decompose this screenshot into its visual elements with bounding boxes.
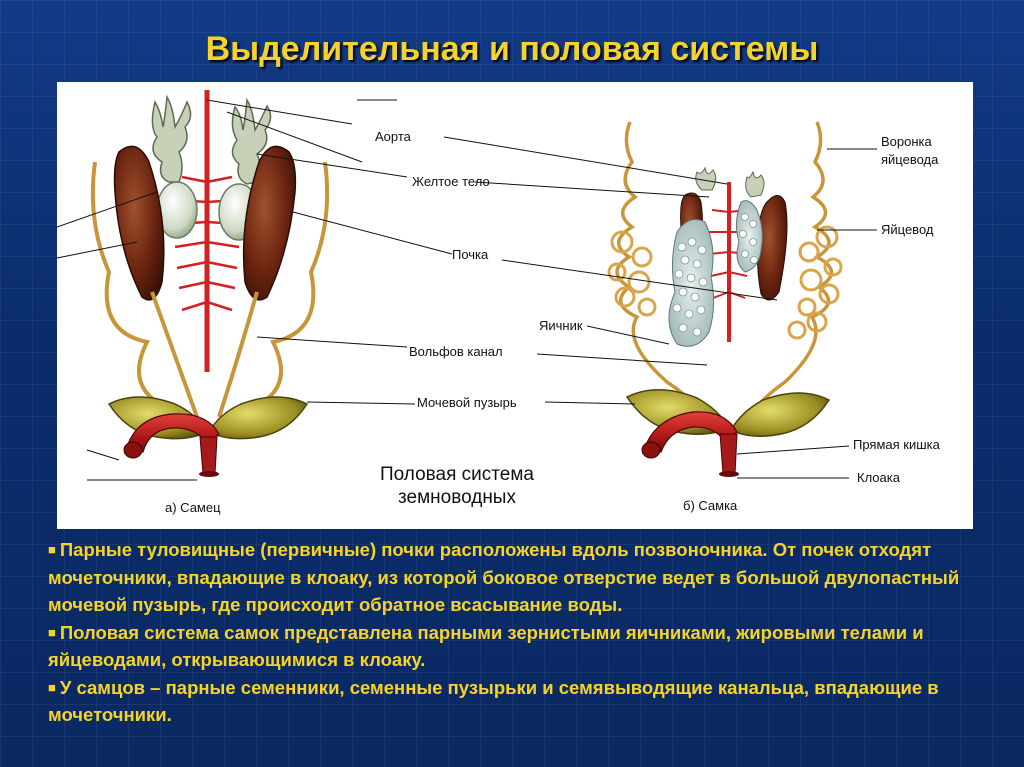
paragraph-text: Половая система самок представлена парны…: [48, 621, 924, 671]
bullet-icon: ■: [48, 624, 56, 640]
paragraph-female-system: ■Половая система самок представлена парн…: [48, 619, 998, 674]
male-diagram: [90, 90, 330, 477]
label-oviduct-funnel-line2: яйцевода: [881, 152, 939, 167]
amphibian-reproductive-system-figure: Аорта Желтое тело Почка Яичник Вольфов к…: [57, 82, 973, 529]
label-cloaca: Клоака: [857, 470, 900, 485]
leader-lines: [57, 99, 877, 481]
label-rectum: Прямая кишка: [853, 437, 940, 452]
paragraph-male-system: ■У самцов – парные семенники, семенные п…: [48, 674, 998, 729]
label-fat-body: Желтое тело: [412, 174, 490, 189]
figure-caption-line1: Половая система: [380, 464, 534, 485]
label-female: б) Самка: [683, 498, 738, 513]
paragraph-text: Парные туловищные (первичные) почки расп…: [48, 539, 960, 615]
anatomy-illustration: [57, 90, 877, 481]
label-ovary: Яичник: [539, 318, 583, 333]
label-bladder: Мочевой пузырь: [417, 395, 517, 410]
label-aorta: Аорта: [375, 129, 411, 144]
bullet-icon: ■: [48, 542, 56, 557]
figure-caption: Половая система земноводных: [347, 463, 567, 509]
figure-caption-line2: земноводных: [398, 487, 516, 508]
description-text: ■Парные туловищные (первичные) почки рас…: [48, 536, 998, 729]
paragraph-text: У самцов – парные семенники, семенные пу…: [48, 676, 939, 726]
label-oviduct: Яйцевод: [881, 222, 934, 237]
label-wolffian-duct: Вольфов канал: [409, 344, 503, 359]
paragraph-kidneys: ■Парные туловищные (первичные) почки рас…: [48, 536, 998, 619]
bullet-icon: ■: [48, 679, 56, 695]
label-oviduct-funnel-line1: Воронка: [881, 134, 932, 149]
slide-title: Выделительная и половая системы: [205, 30, 819, 68]
label-male: а) Самец: [165, 500, 221, 515]
female-diagram: [607, 121, 843, 477]
label-kidney: Почка: [452, 247, 489, 262]
